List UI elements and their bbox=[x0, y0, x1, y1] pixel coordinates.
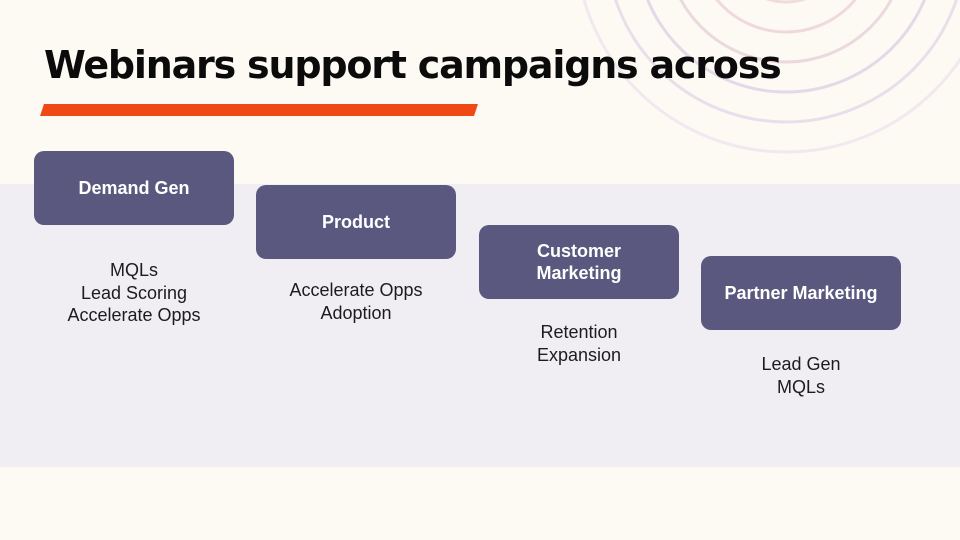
demand-gen-items: MQLs Lead Scoring Accelerate Opps bbox=[34, 259, 234, 327]
product-box: Product bbox=[256, 185, 456, 259]
demand-gen-box: Demand Gen bbox=[34, 151, 234, 225]
customer-marketing-items: Retention Expansion bbox=[479, 321, 679, 366]
list-item: Lead Gen bbox=[761, 354, 841, 374]
list-item: Accelerate Opps bbox=[67, 305, 201, 325]
list-item: Adoption bbox=[320, 302, 392, 323]
partner-marketing-heading: Partner Marketing bbox=[724, 283, 878, 303]
demand-gen-heading: Demand Gen bbox=[78, 178, 190, 198]
partner-marketing-items: Lead Gen MQLs bbox=[701, 353, 901, 398]
list-item: Lead Scoring bbox=[80, 282, 188, 303]
list-item: Accelerate Opps bbox=[289, 280, 423, 300]
list-item: MQLs bbox=[109, 260, 158, 280]
slide-title: Webinars support campaigns across bbox=[44, 43, 782, 87]
customer-marketing-heading: Customer Marketing bbox=[536, 241, 622, 283]
product-items: Accelerate Opps Adoption bbox=[256, 279, 456, 324]
title-accent-bar bbox=[40, 104, 478, 116]
product-heading: Product bbox=[321, 212, 390, 232]
list-item: Retention bbox=[540, 322, 618, 342]
customer-marketing-box: Customer Marketing bbox=[479, 225, 679, 299]
partner-marketing-box: Partner Marketing bbox=[701, 256, 901, 330]
list-item: MQLs bbox=[776, 376, 825, 397]
list-item: Expansion bbox=[536, 344, 622, 365]
